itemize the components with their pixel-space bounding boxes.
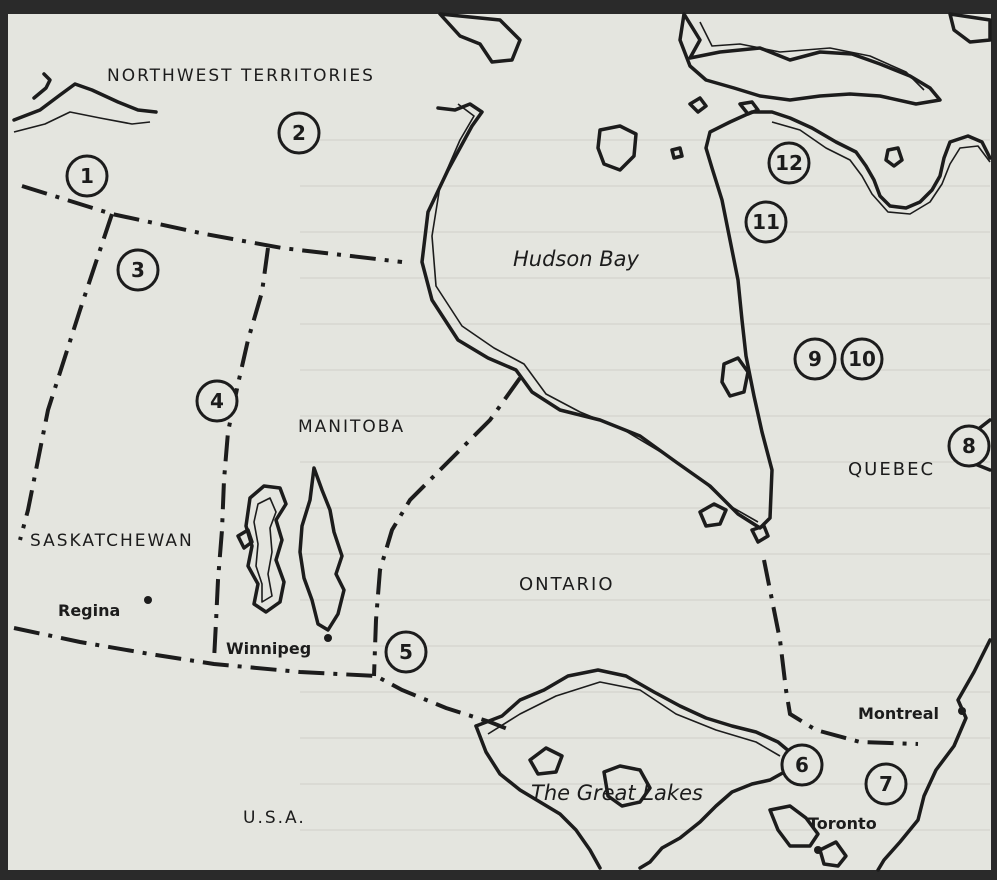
- marker-circle: [195, 379, 239, 423]
- marker-number: 5: [399, 640, 413, 664]
- islands-north: [438, 12, 992, 544]
- marker-circle: [864, 762, 908, 806]
- marker-number: 8: [962, 434, 976, 458]
- label-ontario: ONTARIO: [519, 574, 615, 595]
- marker-number: 6: [795, 753, 809, 777]
- label-toronto: Toronto: [808, 814, 877, 833]
- marker-3: 3: [116, 248, 160, 292]
- marker-circle: [744, 200, 788, 244]
- label-winnipeg: Winnipeg: [226, 639, 311, 658]
- marker-circle: [65, 154, 109, 198]
- marker-circle: [277, 111, 321, 155]
- label-usa: U.S.A.: [243, 808, 306, 828]
- marker-circle: [793, 337, 837, 381]
- borders: [13, 184, 919, 746]
- marker-number: 4: [210, 389, 224, 413]
- label-northwest-territories: NORTHWEST TERRITORIES: [107, 66, 375, 86]
- label-regina: Regina: [58, 601, 120, 620]
- marker-10: 10: [840, 337, 884, 381]
- marker-8: 8: [947, 424, 991, 468]
- marker-number: 2: [292, 121, 306, 145]
- label-hudson-bay: Hudson Bay: [513, 247, 639, 271]
- marker-12: 12: [767, 141, 811, 185]
- marker-4: 4: [195, 379, 239, 423]
- lake-winnipeg: [236, 466, 346, 632]
- marker-circle: [767, 141, 811, 185]
- label-manitoba: MANITOBA: [298, 417, 405, 437]
- marker-number: 9: [808, 347, 822, 371]
- marker-6: 6: [780, 743, 824, 787]
- coastline-hudson-bay: [420, 102, 992, 530]
- marker-number: 12: [775, 151, 803, 175]
- label-great-lakes: The Great Lakes: [531, 781, 703, 805]
- marker-2: 2: [277, 111, 321, 155]
- map-paper: [8, 14, 991, 870]
- label-saskatchewan: SASKATCHEWAN: [30, 531, 194, 551]
- marker-circle: [840, 337, 884, 381]
- montreal-dot: [958, 707, 966, 715]
- label-quebec: QUEBEC: [848, 459, 935, 480]
- marker-number: 1: [80, 164, 94, 188]
- marker-11: 11: [744, 200, 788, 244]
- marker-number: 7: [879, 772, 893, 796]
- marker-7: 7: [864, 762, 908, 806]
- winnipeg-dot: [324, 634, 332, 642]
- toronto-dot: [814, 846, 822, 854]
- marker-circle: [116, 248, 160, 292]
- regina-dot: [144, 596, 152, 604]
- marker-1: 1: [65, 154, 109, 198]
- coastline-northwest: [12, 72, 158, 133]
- marker-number: 10: [848, 347, 876, 371]
- marker-number: 11: [752, 210, 780, 234]
- label-montreal: Montreal: [858, 704, 939, 723]
- marker-circle: [947, 424, 991, 468]
- marker-circle: [384, 630, 428, 674]
- marker-9: 9: [793, 337, 837, 381]
- great-lakes: [474, 668, 848, 870]
- marker-5: 5: [384, 630, 428, 674]
- marker-number: 3: [131, 258, 145, 282]
- marker-circle: [780, 743, 824, 787]
- background-texture: [300, 139, 990, 831]
- city-dots: [144, 596, 966, 854]
